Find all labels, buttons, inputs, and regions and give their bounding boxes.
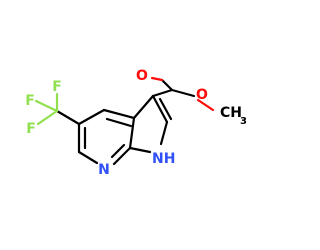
methyl-label: CH — [220, 105, 242, 121]
bond-c-o-carbonyl — [160, 78, 174, 92]
bond-c-f3 — [36, 109, 59, 126]
bond-c3a-c4 — [102, 108, 136, 120]
bond-c3a-c4-double — [105, 117, 133, 128]
bond-c3-ccarbonyl — [151, 88, 174, 98]
bond-c5-cf3 — [55, 109, 81, 126]
nh-label: NH — [152, 151, 175, 167]
bond-c-o-ester — [170, 88, 196, 98]
bond-c2-n1 — [159, 120, 169, 146]
methyl-subscript: 3 — [240, 116, 247, 127]
bond-c3a-c3 — [132, 94, 155, 120]
fluorine-2-label: F — [25, 93, 35, 109]
structure-diagram: O O CH 3 F F F N NH — [25, 68, 247, 178]
bond-c-o-carbonyl-part — [150, 76, 164, 82]
bond-c6-n7 — [77, 150, 99, 165]
bond-c3a-c7a — [128, 116, 136, 150]
fluorine-3-label: F — [26, 121, 36, 137]
bond-o-methyl — [196, 98, 215, 112]
fluorine-1-label: F — [52, 79, 62, 95]
oxygen-carbonyl-label: O — [136, 68, 148, 84]
bond-n7-c7a-double — [110, 143, 126, 159]
bond-c7a-n1 — [128, 146, 152, 154]
bond-n7-c7a — [112, 146, 132, 166]
bond-c4-c5 — [77, 108, 106, 126]
oxygen-ester-label: O — [196, 87, 208, 103]
bond-c3-c2 — [151, 94, 169, 124]
bond-c-f2 — [34, 99, 59, 113]
bond-c3-c2-double — [158, 97, 173, 121]
nitrogen-pyridine-label: N — [98, 162, 110, 178]
